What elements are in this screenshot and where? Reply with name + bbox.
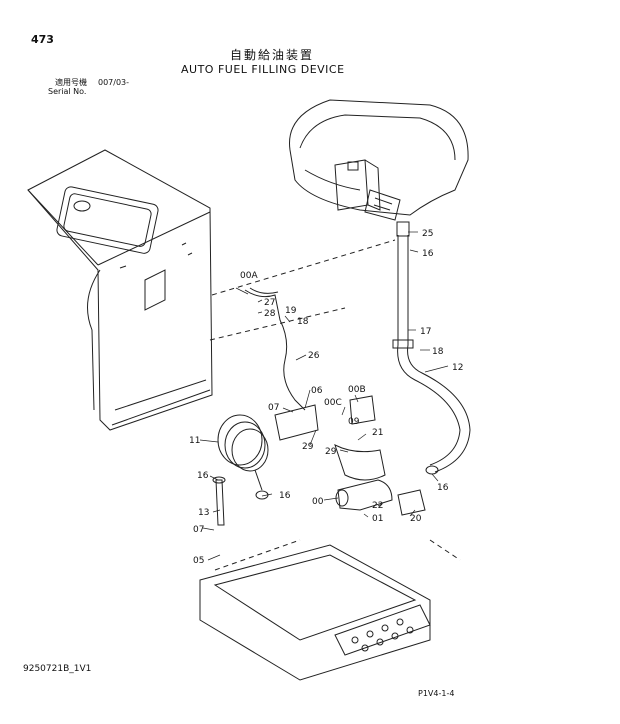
page-title: AUTO FUEL FILLING DEVICE [181,63,345,76]
callout-05: 05 [193,556,204,566]
callout-16: 16 [437,483,449,493]
serial-label-japanese: 適用号機 [55,78,87,87]
callout-16: 16 [197,471,209,481]
callout-09: 09 [348,417,360,427]
callout-01: 01 [372,514,383,524]
serial-value: 007/03- [98,78,130,87]
callout-00C: 00C [324,398,342,408]
callout-27: 27 [264,298,275,308]
callout-labels: 25 16 00A 27 28 19 18 17 18 26 12 06 00B… [189,229,463,566]
hose-coil [217,414,269,500]
callout-00: 00 [312,497,324,507]
callout-13: 13 [198,508,209,518]
callout-18: 18 [432,347,444,357]
callout-17: 17 [420,327,431,337]
callout-29: 29 [325,447,337,457]
hose-line [244,287,306,411]
callout-18: 18 [297,317,309,327]
bracket-assembly [274,395,386,481]
callout-leaders [199,231,449,561]
callout-07: 07 [193,525,204,535]
callout-19: 19 [285,306,297,316]
page-number: 473 [31,33,54,46]
callout-12: 12 [452,363,463,373]
callout-16: 16 [279,491,291,501]
figure-code: P1V4-1-4 [418,689,455,698]
callout-26: 26 [308,351,320,361]
callout-06: 06 [311,386,323,396]
step-plate [199,544,431,681]
callout-25: 25 [422,229,433,239]
fuel-pump-unit [289,99,469,221]
callout-21: 21 [372,428,383,438]
callout-28: 28 [264,309,276,319]
serial-label: Serial No. [48,87,87,96]
callout-00B: 00B [348,385,366,395]
page-title-japanese: 自動給油装置 [230,48,315,62]
callout-22: 22 [372,501,383,511]
nozzle [212,476,226,526]
callout-20: 20 [410,514,422,524]
leader-dashed-lines [209,239,461,571]
callout-29: 29 [302,442,314,452]
document-code: 9250721B_1V1 [23,664,92,674]
return-hose [392,221,471,475]
callout-00A: 00A [240,271,258,281]
callout-16: 16 [422,249,434,259]
callout-11: 11 [189,436,200,446]
callout-07: 07 [268,403,279,413]
fuel-tank [27,149,213,431]
